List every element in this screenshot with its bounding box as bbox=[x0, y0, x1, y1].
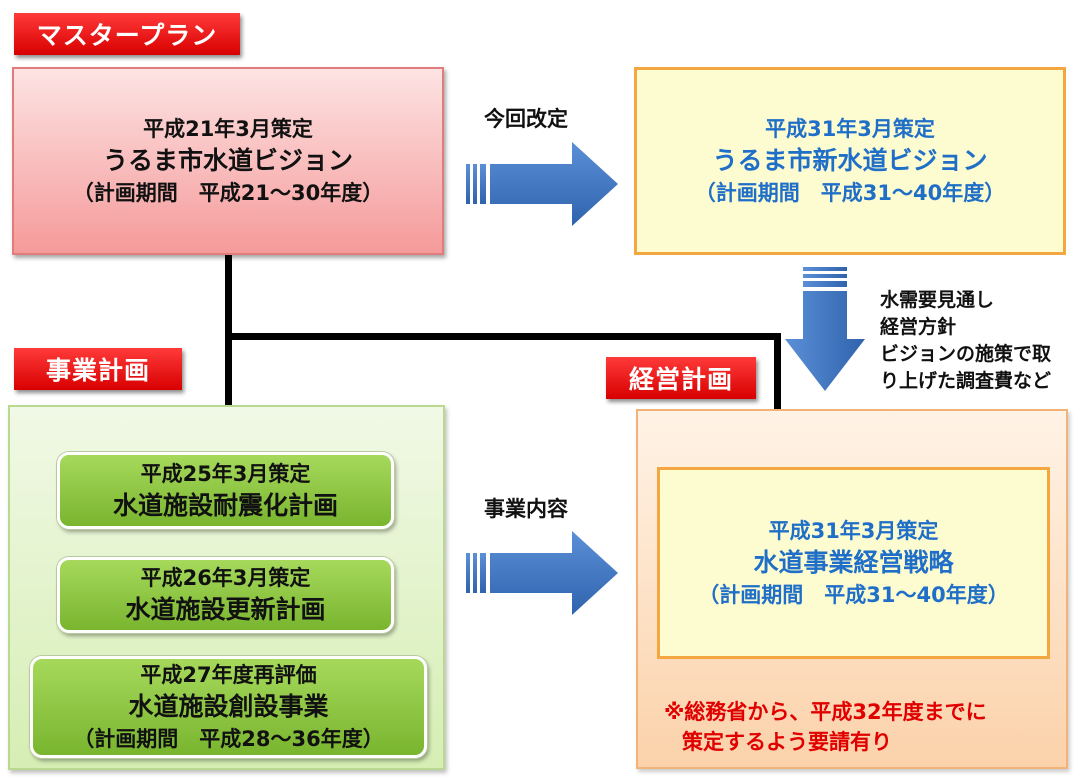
project-construction-date: 平成27年度再評価 bbox=[140, 663, 317, 687]
tag-master-plan: マスタープラン bbox=[14, 13, 240, 55]
project-construction-title: 水道施設創設事業 bbox=[128, 692, 329, 721]
project-seismic-date: 平成25年3月策定 bbox=[140, 461, 311, 486]
project-seismic: 平成25年3月策定 水道施設耐震化計画 bbox=[57, 452, 394, 529]
note-line-1: ※総務省から、平成32年度までに bbox=[664, 700, 987, 724]
tag-business-plan: 事業計画 bbox=[14, 348, 182, 390]
down-arrow-notes: 水需要見通し 経営方針 ビジョンの施策で取 り上げた調査費など bbox=[880, 287, 1051, 395]
tag-business-plan-label: 事業計画 bbox=[45, 356, 150, 385]
vision-old-title: うるま市水道ビジョン bbox=[102, 146, 353, 175]
down-arrow-icon bbox=[785, 267, 865, 391]
tag-management-plan-label: 経営計画 bbox=[628, 365, 733, 394]
vision-old-box: 平成21年3月策定 うるま市水道ビジョン （計画期間 平成21～30年度） bbox=[12, 67, 444, 255]
note-line: 経営方針 bbox=[880, 316, 957, 338]
strategy-date: 平成31年3月策定 bbox=[768, 519, 939, 543]
tag-master-plan-label: マスタープラン bbox=[36, 21, 218, 50]
project-renewal-title: 水道施設更新計画 bbox=[125, 595, 326, 624]
arrow-revision-label: 今回改定 bbox=[484, 107, 568, 131]
project-seismic-title: 水道施設耐震化計画 bbox=[112, 490, 338, 520]
project-renewal: 平成26年3月策定 水道施設更新計画 bbox=[57, 557, 394, 633]
strategy-box: 平成31年3月策定 水道事業経営戦略 （計画期間 平成31～40年度） bbox=[657, 467, 1050, 659]
project-construction: 平成27年度再評価 水道施設創設事業 （計画期間 平成28～36年度） bbox=[30, 656, 427, 758]
ministry-request-note: ※総務省から、平成32年度までに 策定するよう要請有り bbox=[664, 697, 987, 757]
right-arrow-icon bbox=[466, 531, 618, 615]
project-construction-period: （計画期間 平成28～36年度） bbox=[73, 727, 384, 751]
project-renewal-date: 平成26年3月策定 bbox=[140, 566, 311, 590]
tag-management-plan: 経営計画 bbox=[606, 357, 756, 399]
vision-new-title: うるま市新水道ビジョン bbox=[712, 146, 988, 175]
right-arrow-icon bbox=[466, 142, 618, 226]
note-line: ビジョンの施策で取 bbox=[880, 343, 1052, 365]
connector-horizontal bbox=[225, 333, 781, 340]
note-line: り上げた調査費など bbox=[880, 370, 1052, 392]
strategy-title: 水道事業経営戦略 bbox=[753, 548, 954, 577]
note-line-2: 策定するよう要請有り bbox=[682, 730, 892, 754]
vision-new-date: 平成31年3月策定 bbox=[765, 117, 935, 141]
vision-new-box: 平成31年3月策定 うるま市新水道ビジョン （計画期間 平成31～40年度） bbox=[634, 67, 1066, 255]
strategy-period: （計画期間 平成31～40年度） bbox=[698, 583, 1009, 607]
connector-vertical-right bbox=[774, 333, 781, 409]
vision-new-period: （計画期間 平成31～40年度） bbox=[694, 181, 1006, 205]
note-line: 水需要見通し bbox=[880, 289, 995, 311]
vision-old-date: 平成21年3月策定 bbox=[143, 117, 313, 141]
vision-old-period: （計画期間 平成21～30年度） bbox=[72, 181, 384, 205]
connector-vertical-left bbox=[225, 255, 232, 407]
arrow-business-label: 事業内容 bbox=[484, 497, 568, 521]
